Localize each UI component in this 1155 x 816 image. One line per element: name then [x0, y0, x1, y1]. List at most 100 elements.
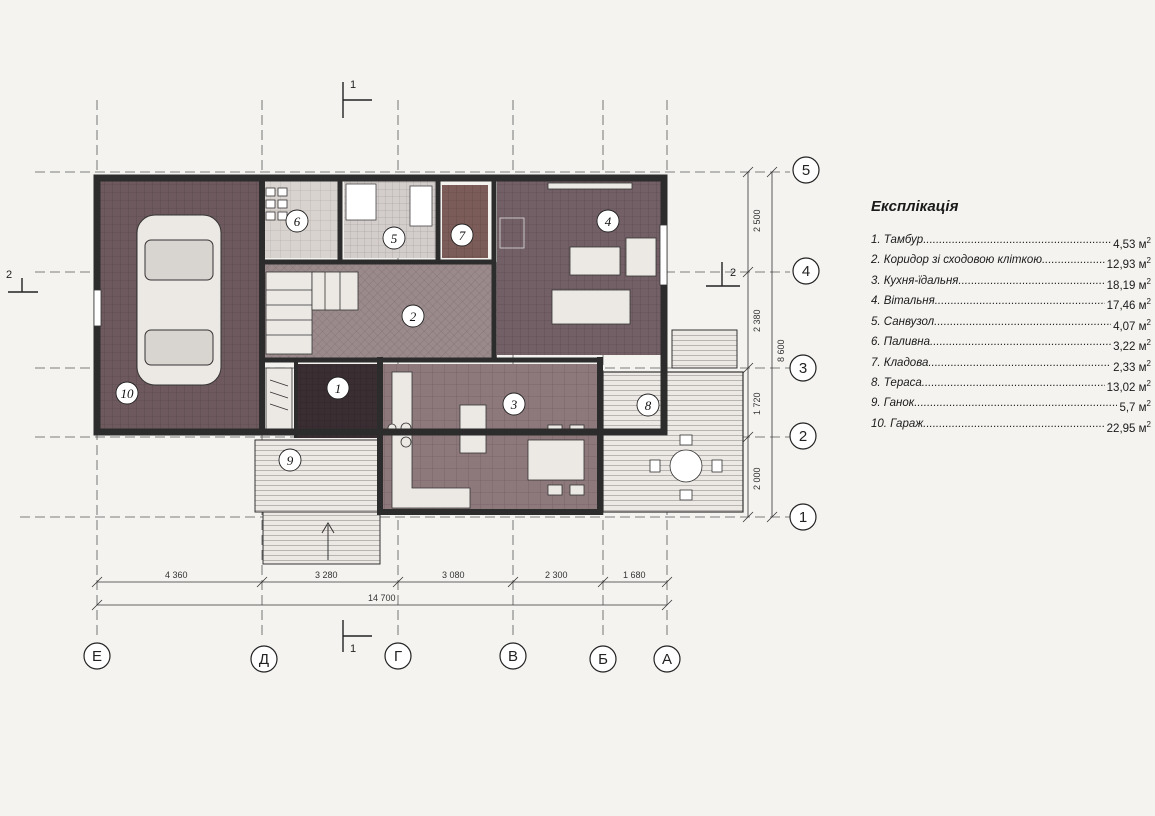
explication-row: 2. Коридор зі сходовою кліткою12,93 м2 — [871, 253, 1151, 273]
explication-row: 8. Тераса13,02 м2 — [871, 376, 1151, 396]
section-mark-2-left — [8, 278, 38, 293]
explication-title: Експлікація — [871, 198, 959, 215]
room-tambur-floor — [298, 364, 378, 438]
room-number-6: 6 — [294, 214, 301, 229]
explication-panel: Експлікація 1. Тамбур4,53 м2 2. Коридор … — [871, 198, 1151, 437]
room-name: 5. Санвузол — [871, 315, 935, 328]
staircase — [265, 271, 359, 355]
terrace-deck — [602, 371, 744, 513]
dim-bottom-4: 2 300 — [545, 570, 568, 580]
room-badge-10 — [115, 381, 139, 405]
axis-label-A: А — [662, 651, 672, 668]
room-name: 8. Тераса — [871, 376, 922, 389]
floor-plan-drawing: 4 360 3 280 3 080 2 300 1 680 14 700 2 5… — [6, 79, 820, 673]
terrace-steps — [671, 329, 738, 369]
dim-right-total: 8 600 — [776, 339, 786, 362]
room-badge-9 — [278, 448, 302, 472]
room-number-2: 2 — [410, 309, 417, 324]
room-number-8: 8 — [645, 398, 652, 413]
explication-row: 3. Кухня-їдальня18,19 м2 — [871, 274, 1151, 294]
axis-bubble-G — [384, 642, 412, 670]
garage-window — [93, 289, 102, 327]
room-area: 5,7 м — [1119, 402, 1147, 415]
axis-bubble-E — [83, 642, 111, 670]
room-badge-1 — [326, 376, 350, 400]
room-area: 13,02 м — [1106, 381, 1147, 394]
dim-bottom-1: 4 360 — [165, 570, 188, 580]
room-area: 4,07 м — [1113, 320, 1147, 333]
section-mark-1-top — [342, 82, 372, 118]
room-name: 9. Ганок — [871, 397, 915, 410]
explication-row: 6. Паливна3,22 м2 — [871, 335, 1151, 355]
porch-arrow — [321, 522, 335, 560]
axis-label-E: Е — [92, 648, 102, 665]
section-label-2-left: 2 — [6, 269, 12, 281]
room-badge-5 — [382, 226, 406, 250]
dim-bottom-5: 1 680 — [623, 570, 646, 580]
room-number-7: 7 — [459, 228, 466, 243]
room-number-3: 3 — [510, 397, 518, 412]
explication-list: 1. Тамбур4,53 м2 2. Коридор зі сходовою … — [871, 233, 1151, 437]
dim-right-2: 2 380 — [752, 309, 762, 332]
axis-label-1: 1 — [799, 509, 807, 526]
bath-shower — [345, 183, 377, 221]
room-badge-7 — [450, 223, 474, 247]
room-kitchen-floor — [383, 364, 603, 509]
room-area: 2,33 м — [1113, 361, 1147, 374]
room-name: 1. Тамбур — [871, 234, 924, 246]
room-badge-4 — [596, 209, 620, 233]
axis-bubble-2 — [789, 422, 817, 450]
boiler-equipment — [265, 187, 288, 221]
axis-label-D: Д — [259, 651, 269, 668]
dimension-chain-bottom — [91, 576, 673, 611]
dim-bottom-total: 14 700 — [368, 593, 396, 603]
axis-label-V: В — [508, 648, 518, 665]
dim-bottom-2: 3 280 — [315, 570, 338, 580]
room-number-10: 10 — [121, 386, 135, 401]
room-area: 4,53 м — [1113, 238, 1147, 251]
axis-bubble-B — [589, 645, 617, 673]
axis-bubble-1 — [789, 503, 817, 531]
room-number-9: 9 — [287, 453, 294, 468]
axis-bubble-3 — [789, 354, 817, 382]
dim-bottom-3: 3 080 — [442, 570, 465, 580]
axis-label-B: Б — [598, 651, 608, 668]
room-badge-8 — [636, 393, 660, 417]
room-area: 3,22 м — [1113, 340, 1147, 353]
room-name: 10. Гараж — [871, 417, 924, 430]
room-name: 4. Вітальня — [871, 295, 935, 308]
explication-row: 7. Кладова2,33 м2 — [871, 356, 1151, 376]
room-number-4: 4 — [605, 214, 612, 229]
room-badge-6 — [285, 209, 309, 233]
axis-bubble-4 — [792, 257, 820, 285]
dim-right-4: 2 000 — [752, 467, 762, 490]
axis-label-G: Г — [394, 648, 402, 665]
room-number-1: 1 — [335, 381, 342, 396]
tambur-closet — [265, 367, 293, 431]
bath-basin — [409, 185, 433, 227]
section-mark-2-right — [706, 262, 740, 287]
room-name: 3. Кухня-їдальня — [871, 274, 959, 287]
room-badge-2 — [401, 304, 425, 328]
porch-steps — [262, 511, 381, 565]
section-label-1-bottom: 1 — [350, 643, 356, 655]
dim-right-1: 2 500 — [752, 209, 762, 232]
room-area: 22,95 м — [1106, 422, 1147, 435]
section-label-2-right: 2 — [730, 267, 736, 279]
axis-bubble-5 — [792, 156, 820, 184]
dim-right-3: 1 720 — [752, 392, 762, 415]
axis-label-5: 5 — [802, 162, 810, 179]
explication-row: 1. Тамбур4,53 м2 — [871, 233, 1151, 253]
explication-row: 10. Гараж22,95 м2 — [871, 417, 1151, 437]
porch-deck — [254, 439, 381, 513]
axis-bubble-A — [653, 645, 681, 673]
room-area: 18,19 м — [1106, 279, 1147, 292]
car-outline — [136, 214, 222, 386]
room-badge-3 — [502, 392, 526, 416]
section-label-1-top: 1 — [350, 79, 356, 91]
explication-row: 9. Ганок5,7 м2 — [871, 396, 1151, 416]
axis-bubble-V — [499, 642, 527, 670]
room-storage-floor — [442, 185, 488, 258]
terrace-furniture — [649, 434, 723, 501]
axis-label-2: 2 — [799, 428, 807, 445]
